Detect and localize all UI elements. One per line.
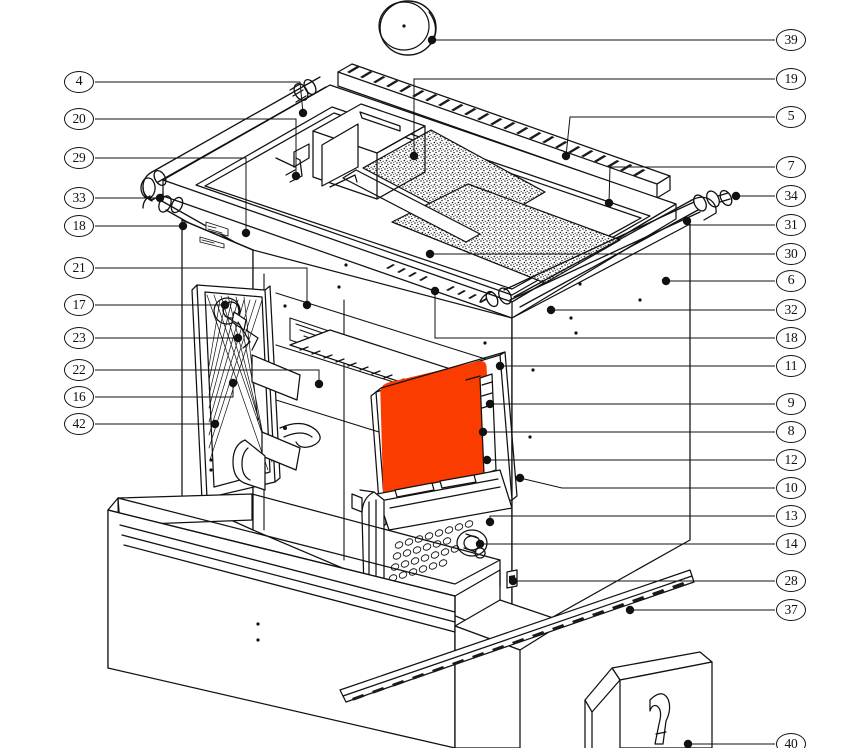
callout-9[interactable]: 9 (776, 393, 806, 415)
callout-33[interactable]: 33 (64, 187, 94, 209)
callout-20[interactable]: 20 (64, 108, 94, 130)
anchor-dot-9 (485, 399, 495, 409)
perforated-mounting-strip (339, 569, 695, 703)
leader-line-5 (565, 116, 775, 157)
callout-23[interactable]: 23 (64, 327, 94, 349)
leader-line-21 (95, 267, 308, 305)
flue-collar-box (312, 103, 426, 200)
callout-13[interactable]: 13 (776, 505, 806, 527)
anchor-dot-8 (478, 427, 488, 437)
anchor-dot-30 (425, 249, 435, 259)
leader-line-4 (95, 81, 304, 114)
handrail-front-right (479, 201, 701, 308)
rating-plate-decal (199, 221, 229, 249)
callout-28[interactable]: 28 (776, 570, 806, 592)
leader-line-16 (95, 383, 234, 398)
anchor-dot-34 (731, 191, 741, 201)
callout-37[interactable]: 37 (776, 599, 806, 621)
callout-31[interactable]: 31 (776, 214, 806, 236)
anchor-dot-14 (475, 539, 485, 549)
callout-18[interactable]: 18 (64, 215, 94, 237)
anchor-dot-21 (302, 300, 312, 310)
anchor-dot-31 (682, 216, 692, 226)
anchor-dot-29 (241, 228, 251, 238)
door-bottom-lip (376, 469, 513, 531)
anchor-dot-7 (604, 198, 614, 208)
callout-42[interactable]: 42 (64, 413, 94, 435)
front-latch-hook (279, 422, 321, 448)
anchor-dot-5 (561, 151, 571, 161)
anchor-dot-18 (430, 286, 440, 296)
anchor-dot-33 (155, 193, 165, 203)
callout-22[interactable]: 22 (64, 359, 94, 381)
anchor-dot-20 (291, 171, 301, 181)
callout-8[interactable]: 8 (776, 421, 806, 443)
leader-line-7 (608, 166, 775, 204)
leader-line-20 (95, 118, 297, 176)
anchor-dot-4 (298, 108, 308, 118)
door-hinge-column (351, 489, 385, 599)
callout-30[interactable]: 30 (776, 243, 806, 265)
rear-panel-with-hook (584, 651, 713, 748)
anchor-dot-12 (482, 455, 492, 465)
front-edge-louvers (386, 264, 488, 303)
anchor-dot-42 (210, 419, 220, 429)
rear-louvered-rail (337, 63, 671, 199)
callout-14[interactable]: 14 (776, 533, 806, 555)
callout-10[interactable]: 10 (776, 477, 806, 499)
anchor-dot-23 (233, 333, 243, 343)
anchor-dot-13 (485, 517, 495, 527)
anchor-dot-17 (220, 300, 230, 310)
callout-29[interactable]: 29 (64, 147, 94, 169)
top-damper-arm (275, 143, 310, 183)
anchor-dot-6 (661, 276, 671, 286)
anchor-dot-11 (495, 361, 505, 371)
anchor-dot-39 (427, 35, 437, 45)
callout-21[interactable]: 21 (64, 257, 94, 279)
callout-39[interactable]: 39 (776, 29, 806, 51)
callout-16[interactable]: 16 (64, 386, 94, 408)
anchor-dot-40 (683, 739, 693, 748)
callout-5[interactable]: 5 (776, 106, 806, 128)
anchor-dot-16 (228, 378, 238, 388)
callout-40[interactable]: 40 (776, 733, 806, 748)
anchor-dot-10 (515, 473, 525, 483)
callout-11[interactable]: 11 (776, 355, 806, 377)
anchor-dot-22 (314, 379, 324, 389)
anchor-dot-19 (409, 151, 419, 161)
anchor-dot-32 (546, 305, 556, 315)
callout-17[interactable]: 17 (64, 294, 94, 316)
anchor-dot-37 (625, 605, 635, 615)
leader-line-22 (95, 369, 320, 384)
anchor-dot-layer (155, 35, 741, 748)
leader-line-10 (519, 477, 775, 489)
ash-grate-perforations (388, 520, 474, 582)
leader-line-19 (413, 78, 775, 156)
anchor-dot-28 (508, 576, 518, 586)
callout-7[interactable]: 7 (776, 156, 806, 178)
callout-12[interactable]: 12 (776, 449, 806, 471)
callout-18[interactable]: 18 (776, 327, 806, 349)
callout-32[interactable]: 32 (776, 299, 806, 321)
callout-19[interactable]: 19 (776, 68, 806, 90)
anchor-dot-18 (178, 221, 188, 231)
leader-line-18 (434, 291, 775, 339)
leader-line-29 (95, 157, 247, 233)
callout-34[interactable]: 34 (776, 185, 806, 207)
body-detail-screws (209, 263, 642, 642)
callout-6[interactable]: 6 (776, 270, 806, 292)
callout-4[interactable]: 4 (64, 71, 94, 93)
